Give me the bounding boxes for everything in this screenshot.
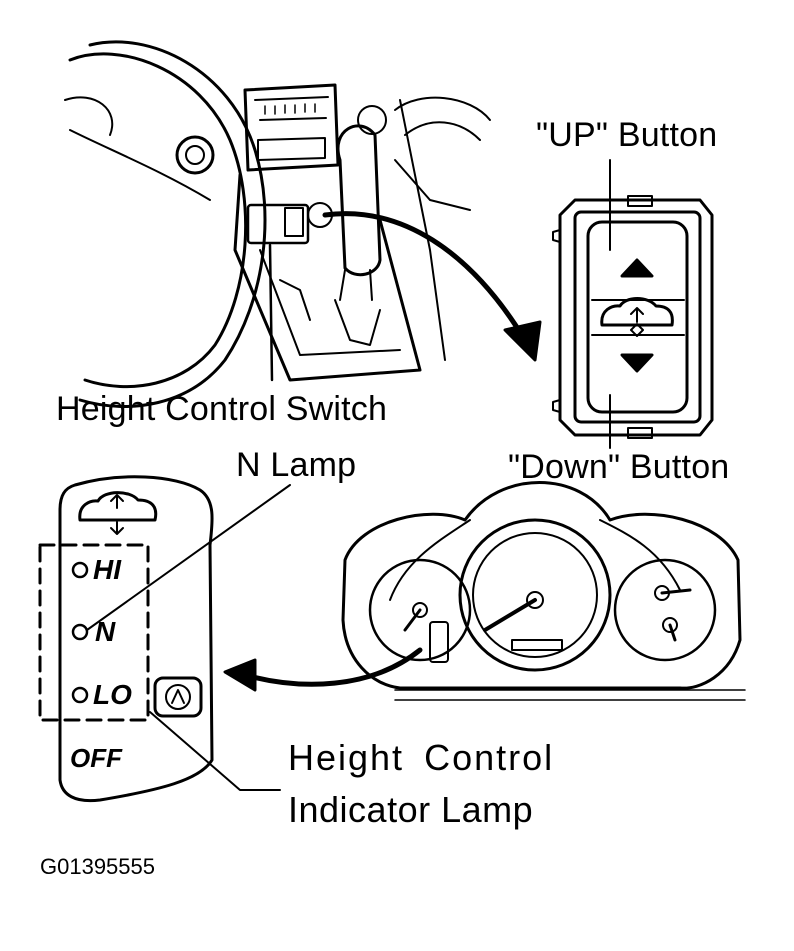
instrument-cluster [341, 481, 746, 701]
n-lamp-indicator-label: N [95, 616, 116, 647]
up-button-label: "UP" Button [536, 116, 718, 154]
dashboard-console-illustration [64, 40, 491, 409]
down-button-label: "Down" Button [508, 448, 730, 486]
figure-code: G01395555 [40, 854, 155, 879]
hi-lamp-label: HI [93, 554, 121, 585]
switch-to-button-arrow [322, 211, 542, 362]
indicator-lamp-label-line2: Indicator Lamp [288, 789, 534, 830]
indicator-panel [38, 475, 291, 803]
cluster-to-panel-arrow [223, 647, 423, 692]
height-control-switch-button [552, 195, 714, 439]
indicator-lamp-label-line1: Height Control [288, 737, 555, 778]
off-label: OFF [70, 743, 122, 773]
height-control-switch-label: Height Control Switch [56, 390, 388, 428]
n-lamp-label: N Lamp [236, 446, 357, 484]
lo-lamp-label: LO [93, 679, 132, 710]
